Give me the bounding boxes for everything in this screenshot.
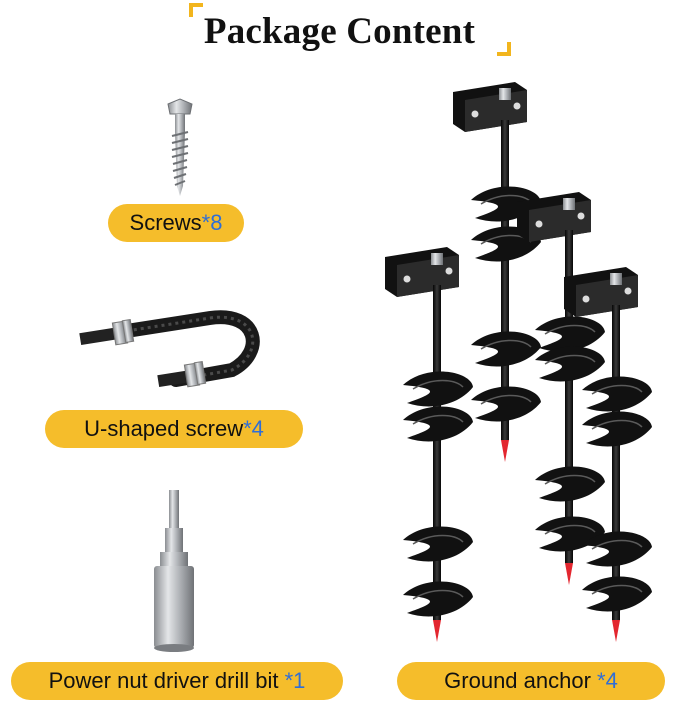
item-name: Ground anchor bbox=[444, 668, 598, 693]
u-shaped-screw-image bbox=[79, 310, 260, 388]
item-name: Power nut driver drill bit bbox=[48, 668, 285, 693]
label-drill-bit: Power nut driver drill bit *1 bbox=[11, 662, 343, 700]
item-name: U-shaped screw bbox=[84, 416, 244, 441]
item-quantity: *4 bbox=[597, 668, 618, 693]
page-title: Package Content bbox=[203, 11, 476, 52]
screw-image bbox=[167, 98, 193, 196]
ground-anchor-2 bbox=[385, 247, 473, 642]
ground-anchor-1 bbox=[453, 82, 541, 462]
ground-anchor-3 bbox=[517, 192, 605, 585]
ground-anchors-image bbox=[385, 82, 652, 642]
title-corner-top-left bbox=[189, 3, 203, 17]
drill-bit-image bbox=[154, 490, 194, 652]
header: Package Content bbox=[0, 0, 679, 60]
label-ground-anchor: Ground anchor *4 bbox=[397, 662, 665, 700]
ground-anchor-4 bbox=[564, 267, 652, 642]
item-quantity: *8 bbox=[201, 210, 223, 235]
item-quantity: *1 bbox=[284, 668, 306, 693]
item-quantity: *4 bbox=[243, 416, 264, 441]
label-screws: Screws*8 bbox=[108, 204, 244, 242]
item-name: Screws bbox=[129, 210, 202, 235]
title-corner-bottom-right bbox=[497, 42, 511, 56]
label-u-shaped-screw: U-shaped screw*4 bbox=[45, 410, 303, 448]
